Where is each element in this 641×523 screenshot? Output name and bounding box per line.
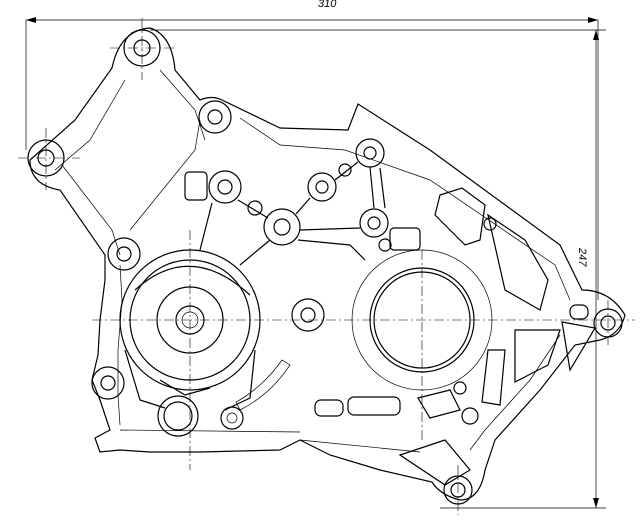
main-bearing-ribs bbox=[124, 265, 256, 411]
height-dimension bbox=[150, 29, 606, 509]
width-dimension bbox=[25, 17, 599, 300]
main-bearing bbox=[119, 249, 261, 391]
bolt-holes bbox=[27, 29, 623, 505]
rib-left bbox=[61, 119, 201, 256]
pockets bbox=[119, 171, 596, 486]
housing-outline bbox=[29, 27, 626, 501]
width-dimension-label: 310 bbox=[318, 0, 337, 10]
inner-outline bbox=[54, 69, 571, 451]
boss-ribs bbox=[199, 161, 386, 266]
height-dimension-label: 247 bbox=[576, 248, 588, 267]
center-lines bbox=[18, 18, 635, 515]
secondary-bore bbox=[351, 249, 493, 391]
